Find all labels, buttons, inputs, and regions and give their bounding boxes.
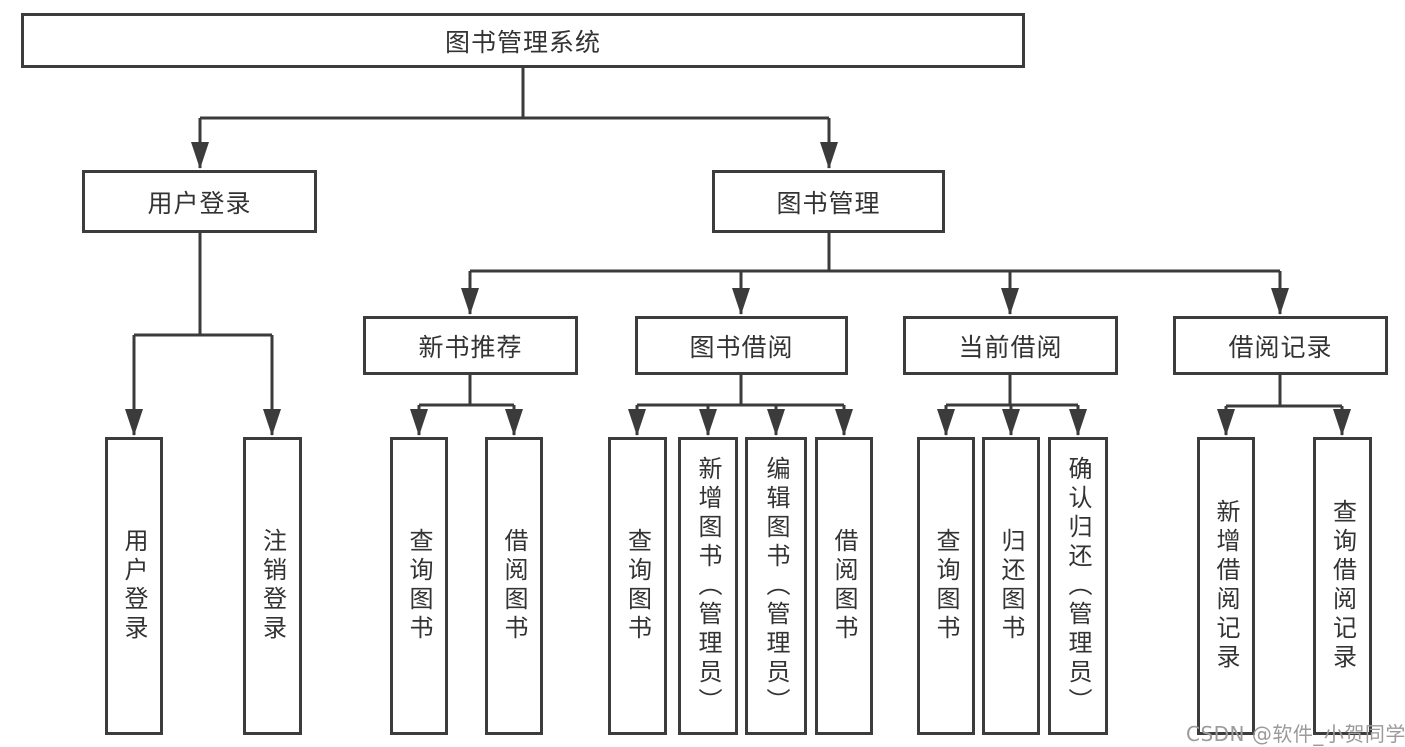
leaf-user-login: 用户登录 [105, 437, 163, 735]
node-book-management: 图书管理 [712, 170, 945, 233]
leaf-records-add-record: 新增借阅记录 [1197, 437, 1255, 735]
leaf-borrowing-edit-book-admin: 编辑图书（管理员） [745, 437, 807, 735]
leaf-current-query-book: 查询图书 [917, 437, 975, 735]
leaf-borrowing-borrow-book: 借阅图书 [815, 437, 873, 735]
node-user-login: 用户登录 [82, 170, 317, 233]
leaf-current-confirm-return-admin: 确认归还（管理员） [1048, 437, 1108, 735]
leaf-borrowing-query-book: 查询图书 [608, 437, 667, 735]
leaf-current-return-book: 归还图书 [982, 437, 1040, 735]
leaf-records-query-record: 查询借阅记录 [1313, 437, 1372, 735]
node-new-book-recommend: 新书推荐 [363, 316, 578, 375]
leaf-logout-login: 注销登录 [243, 437, 302, 735]
node-current-borrowing: 当前借阅 [903, 316, 1118, 375]
leaf-recommend-borrow-book: 借阅图书 [485, 437, 543, 735]
leaf-recommend-query-book: 查询图书 [390, 437, 448, 735]
node-library-system-root: 图书管理系统 [21, 13, 1025, 68]
leaf-borrowing-add-book-admin: 新增图书（管理员） [678, 437, 738, 735]
node-borrowing-records: 借阅记录 [1173, 316, 1388, 375]
csdn-watermark: CSDN @软件_小贺同学 [1186, 722, 1405, 746]
node-book-borrowing: 图书借阅 [635, 316, 848, 375]
